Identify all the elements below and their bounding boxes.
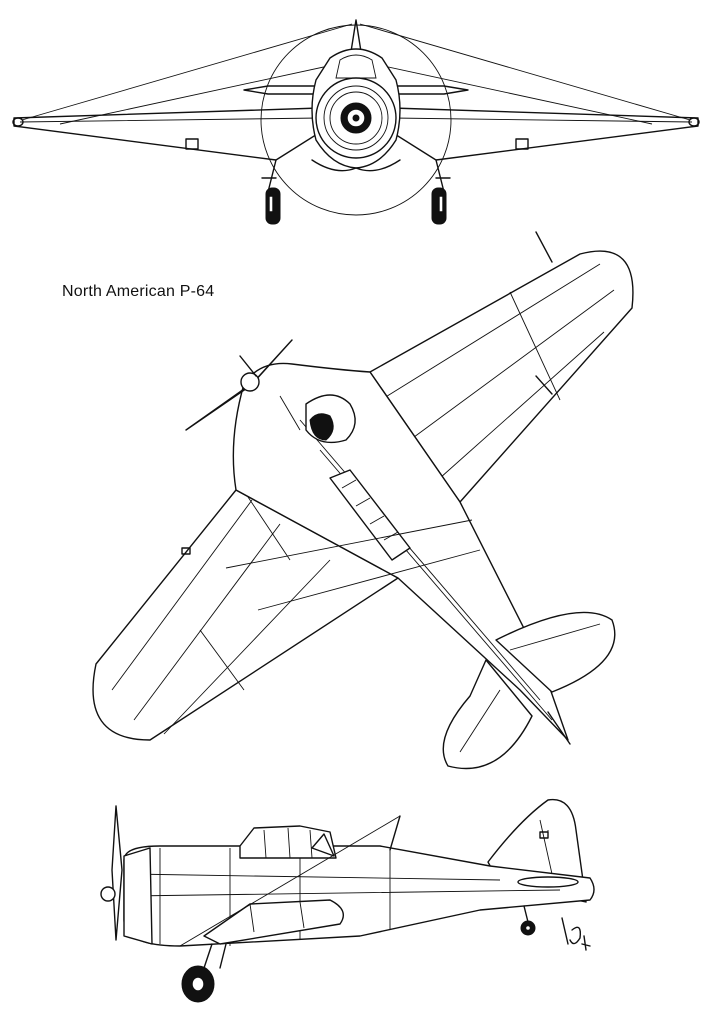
drawing-title: North American P-64	[62, 283, 215, 300]
top-right-wing	[369, 250, 634, 503]
front-left-wing-marker	[185, 138, 199, 150]
artist-signature	[561, 917, 591, 951]
side-spinner	[100, 886, 116, 902]
front-right-wing-marker	[515, 138, 529, 150]
side-propeller	[111, 805, 123, 941]
side-antenna	[389, 815, 401, 851]
side-wing-root	[203, 899, 344, 945]
top-view	[92, 231, 634, 770]
front-left-wing	[13, 107, 331, 161]
top-canopy	[329, 469, 411, 561]
side-cowling	[123, 847, 153, 945]
front-canopy	[335, 54, 377, 79]
side-stabilizer	[517, 876, 579, 888]
antenna-mast	[535, 231, 553, 263]
front-stabilizer	[243, 85, 469, 95]
front-view	[12, 19, 700, 225]
top-right-stabilizer	[495, 611, 616, 693]
top-propeller	[185, 339, 293, 431]
engine-cowling	[315, 77, 397, 159]
propeller-disc	[260, 24, 452, 216]
front-right-wing	[381, 107, 699, 161]
top-left-stabilizer	[442, 659, 533, 770]
top-spinner	[240, 372, 260, 392]
top-left-wing	[92, 489, 399, 741]
side-view	[100, 798, 595, 1003]
